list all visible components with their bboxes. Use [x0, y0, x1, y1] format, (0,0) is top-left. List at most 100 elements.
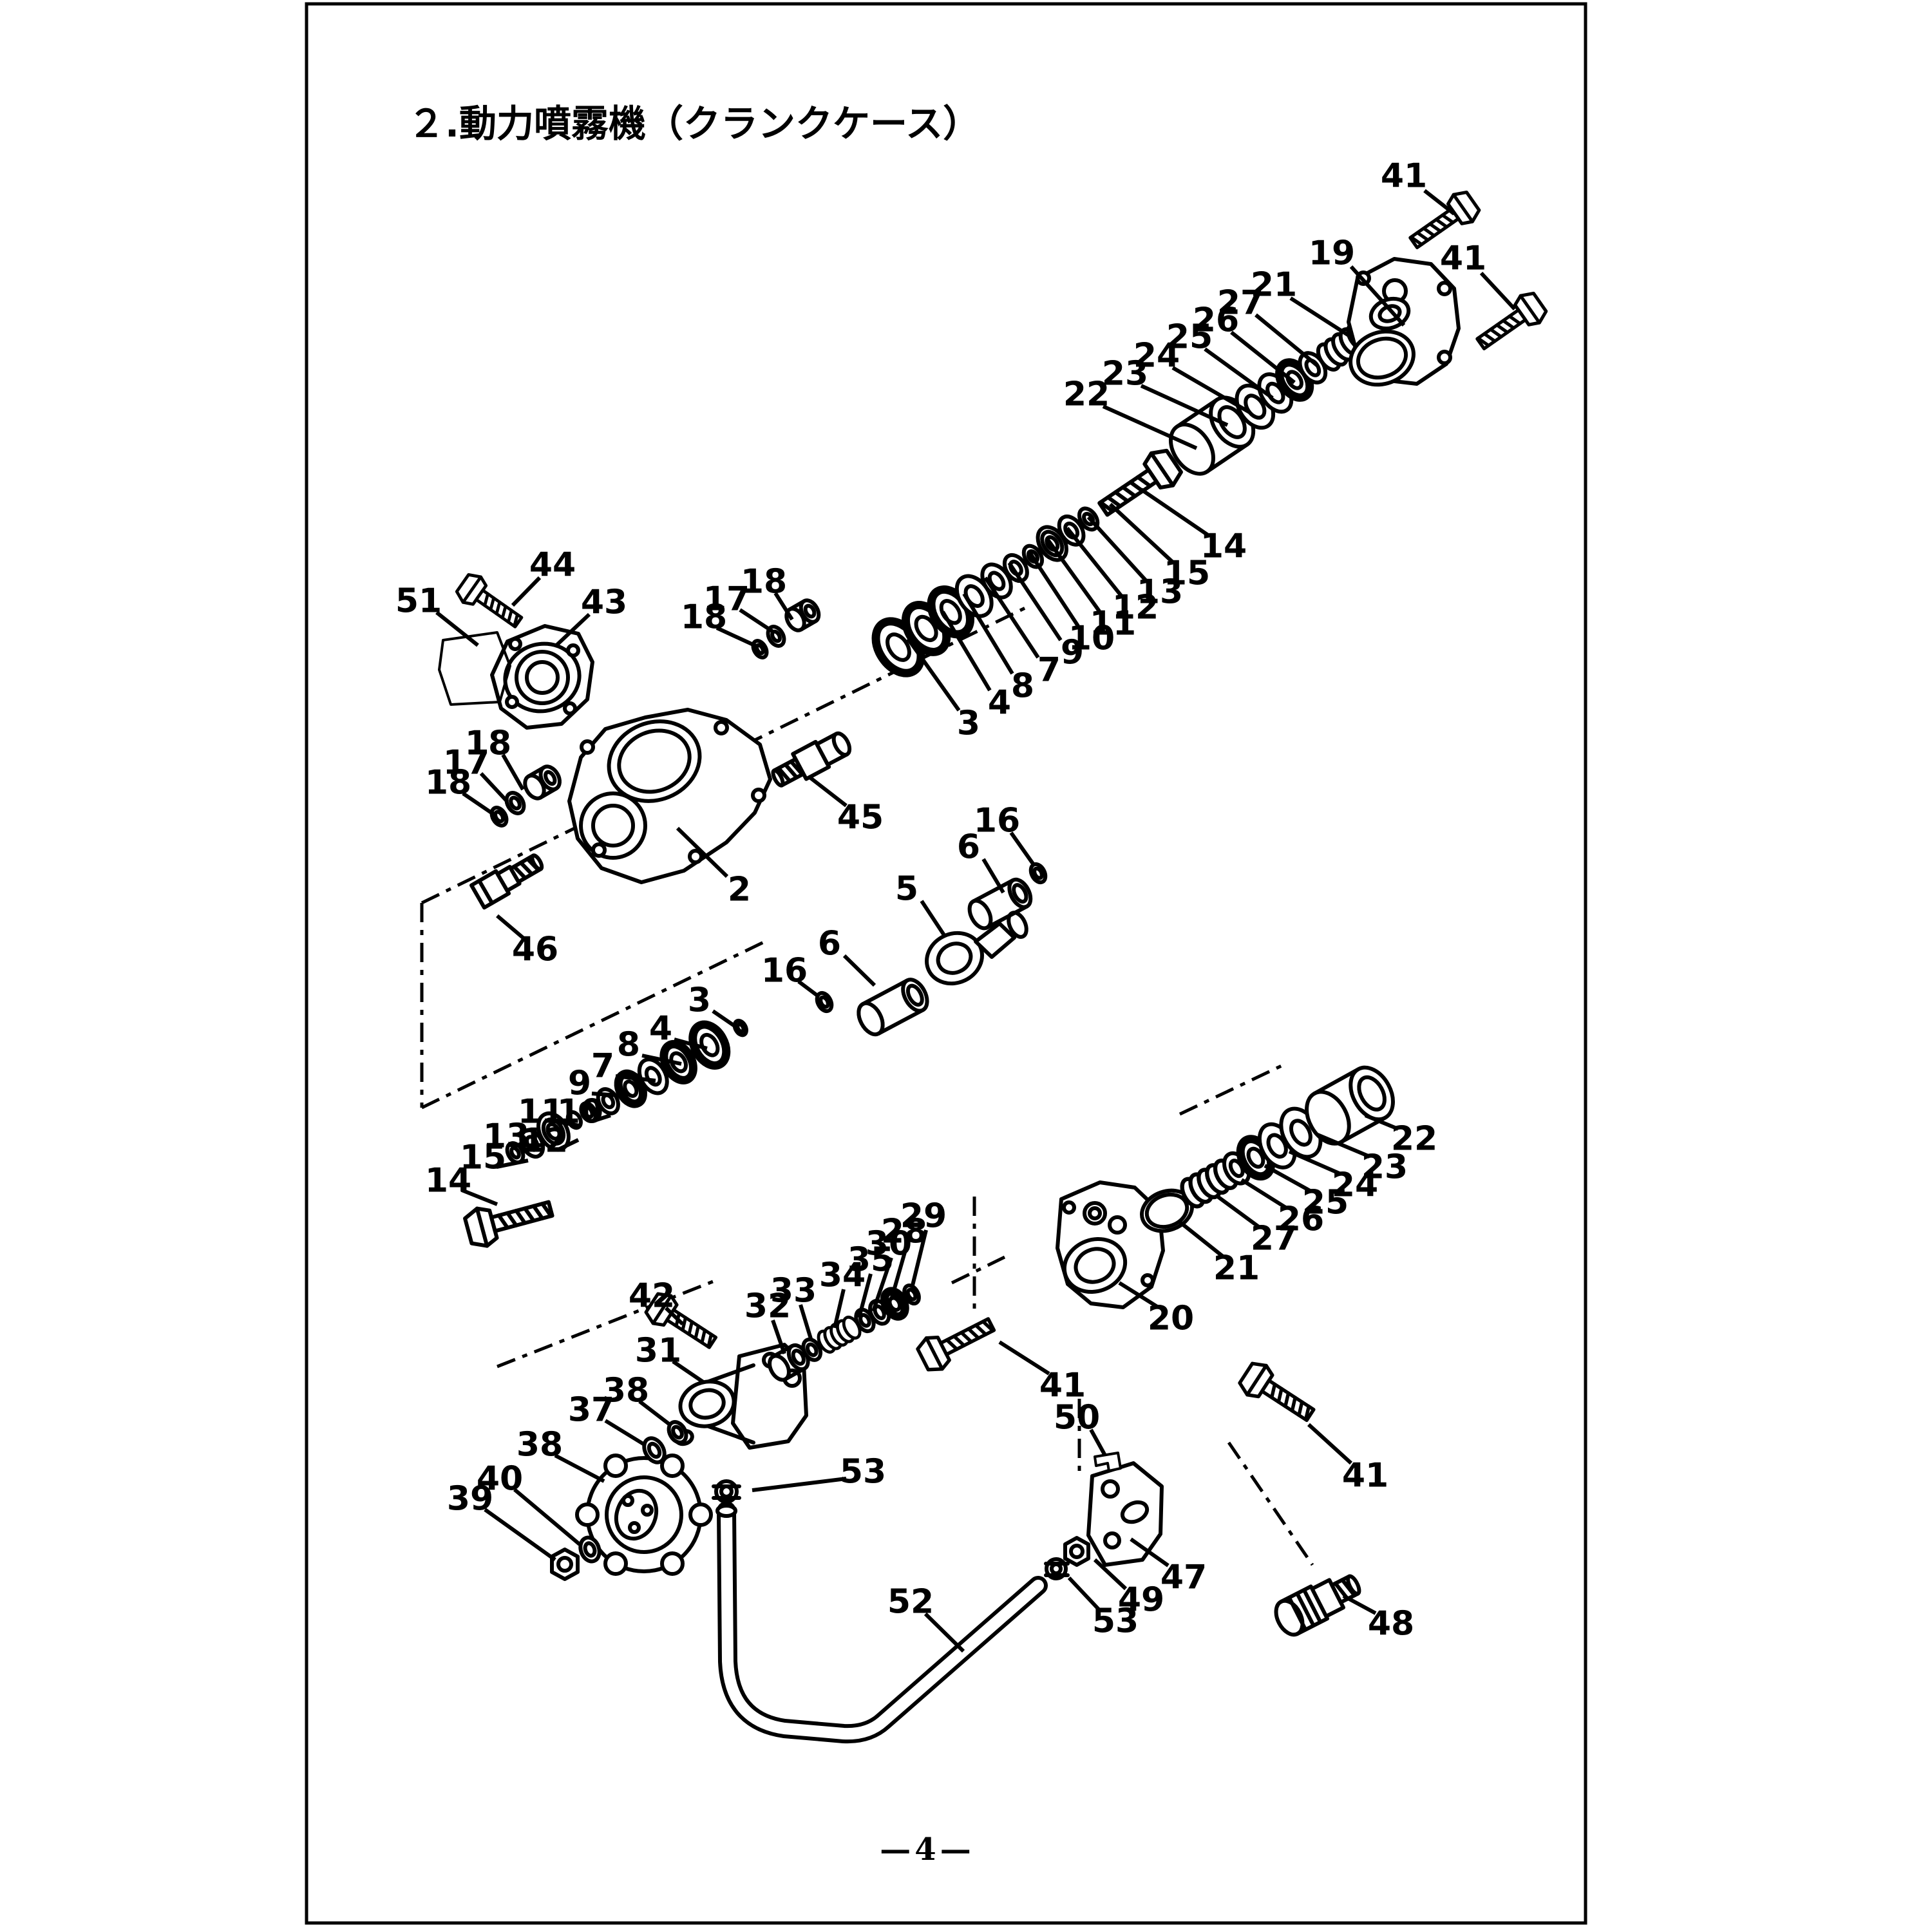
part-label-24: 24 [1288, 1150, 1378, 1205]
svg-text:49: 49 [1118, 1581, 1164, 1620]
svg-text:38: 38 [516, 1426, 563, 1464]
part-label-5: 5 [895, 870, 946, 936]
svg-text:9: 9 [568, 1065, 591, 1103]
svg-text:11: 11 [518, 1093, 564, 1132]
svg-text:15: 15 [1164, 554, 1210, 593]
part-label-16: 16 [761, 952, 820, 999]
svg-text:16: 16 [974, 802, 1020, 840]
part-label-22: 22 [1063, 375, 1198, 450]
svg-text:4: 4 [988, 684, 1011, 723]
part-piston-pin-bush-right [967, 877, 1033, 931]
part-piston-pin-bush-left [857, 978, 929, 1037]
part-label-14: 14 [1140, 488, 1247, 566]
part-label-21: 21 [1177, 1219, 1260, 1288]
part-label-4: 4 [649, 1010, 708, 1050]
part-label-53: 53 [752, 1453, 886, 1492]
part-label-17: 17 [443, 744, 509, 804]
part-label-18: 18 [425, 764, 495, 816]
svg-text:34: 34 [819, 1256, 866, 1295]
svg-text:6: 6 [818, 925, 841, 963]
svg-text:52: 52 [887, 1583, 934, 1622]
svg-text:47: 47 [1160, 1558, 1207, 1597]
part-label-37: 37 [568, 1391, 647, 1447]
part-label-19: 19 [1309, 234, 1406, 327]
part-regulator-washers [578, 1420, 688, 1564]
svg-text:26: 26 [1278, 1200, 1324, 1239]
part-label-15: 15 [460, 1139, 529, 1177]
svg-text:18: 18 [741, 563, 787, 601]
part-label-7: 7 [983, 576, 1061, 690]
part-label-41: 41 [998, 1340, 1086, 1405]
part-label-9: 9 [568, 1065, 629, 1103]
part-label-47: 47 [1130, 1537, 1207, 1597]
part-label-25: 25 [1166, 318, 1274, 400]
part-label-3: 3 [688, 981, 737, 1028]
svg-text:50: 50 [1054, 1399, 1100, 1437]
svg-text:37: 37 [568, 1391, 614, 1430]
part-cylinder-housing [1056, 1180, 1165, 1309]
svg-text:45: 45 [837, 799, 884, 837]
part-label-9: 9 [1007, 562, 1084, 672]
svg-text:31: 31 [635, 1332, 681, 1370]
part-label-34: 34 [819, 1256, 866, 1329]
part-label-21: 21 [1251, 266, 1351, 338]
svg-text:12: 12 [1112, 589, 1159, 627]
svg-text:18: 18 [681, 598, 727, 637]
part-label-28: 28 [881, 1213, 927, 1300]
part-label-15: 15 [1108, 502, 1210, 593]
svg-text:6: 6 [957, 828, 980, 867]
part-label-52: 52 [887, 1583, 965, 1653]
part-label-13: 13 [483, 1117, 545, 1156]
svg-text:51: 51 [395, 582, 442, 621]
svg-text:19: 19 [1309, 234, 1355, 273]
part-hose-clamp-top [712, 1479, 741, 1504]
svg-text:23: 23 [1361, 1148, 1408, 1187]
page-title: ２.動力噴霧機（クランクケース） [408, 102, 980, 146]
svg-text:28: 28 [881, 1213, 927, 1251]
svg-text:29: 29 [900, 1197, 947, 1236]
svg-text:14: 14 [425, 1162, 471, 1200]
part-hose-nipple [1274, 1574, 1361, 1637]
svg-text:5: 5 [895, 870, 918, 909]
svg-text:27: 27 [1217, 284, 1264, 323]
part-label-11: 11 [518, 1093, 580, 1132]
svg-text:44: 44 [529, 546, 576, 585]
svg-text:10: 10 [1068, 620, 1115, 658]
svg-text:41: 41 [1440, 240, 1486, 278]
part-label-23: 23 [1316, 1133, 1408, 1187]
svg-text:21: 21 [1251, 266, 1297, 305]
part-crankcase-body [567, 708, 772, 884]
svg-text:48: 48 [1368, 1605, 1414, 1643]
part-label-45: 45 [808, 775, 884, 837]
svg-text:4: 4 [649, 1010, 672, 1048]
svg-text:3: 3 [688, 981, 711, 1020]
svg-text:2: 2 [728, 871, 751, 909]
part-label-26: 26 [1193, 301, 1296, 384]
part-label-6: 6 [957, 828, 1005, 894]
part-label-49: 49 [1093, 1558, 1164, 1620]
part-label-3: 3 [906, 638, 980, 743]
svg-text:11: 11 [1090, 605, 1136, 643]
part-check-valve [771, 731, 852, 788]
part-label-53: 53 [1067, 1576, 1139, 1641]
part-label-33: 33 [770, 1272, 817, 1341]
svg-text:17: 17 [703, 580, 750, 619]
part-label-44: 44 [511, 546, 576, 607]
part-label-41: 41 [1381, 157, 1455, 216]
part-label-12: 12 [1065, 527, 1159, 627]
svg-text:41: 41 [1381, 157, 1427, 196]
part-label-48: 48 [1342, 1594, 1414, 1643]
svg-text:42: 42 [629, 1277, 675, 1316]
part-label-25: 25 [1264, 1164, 1349, 1222]
svg-text:41: 41 [1039, 1367, 1086, 1405]
part-label-6: 6 [818, 925, 876, 987]
part-label-40: 40 [477, 1460, 581, 1546]
part-label-43: 43 [554, 583, 627, 647]
part-label-10: 10 [1027, 549, 1115, 658]
part-label-13: 13 [1086, 515, 1183, 612]
part-gasket-plate [438, 631, 511, 706]
svg-text:21: 21 [1213, 1249, 1260, 1288]
part-bearing-holder [490, 624, 594, 730]
